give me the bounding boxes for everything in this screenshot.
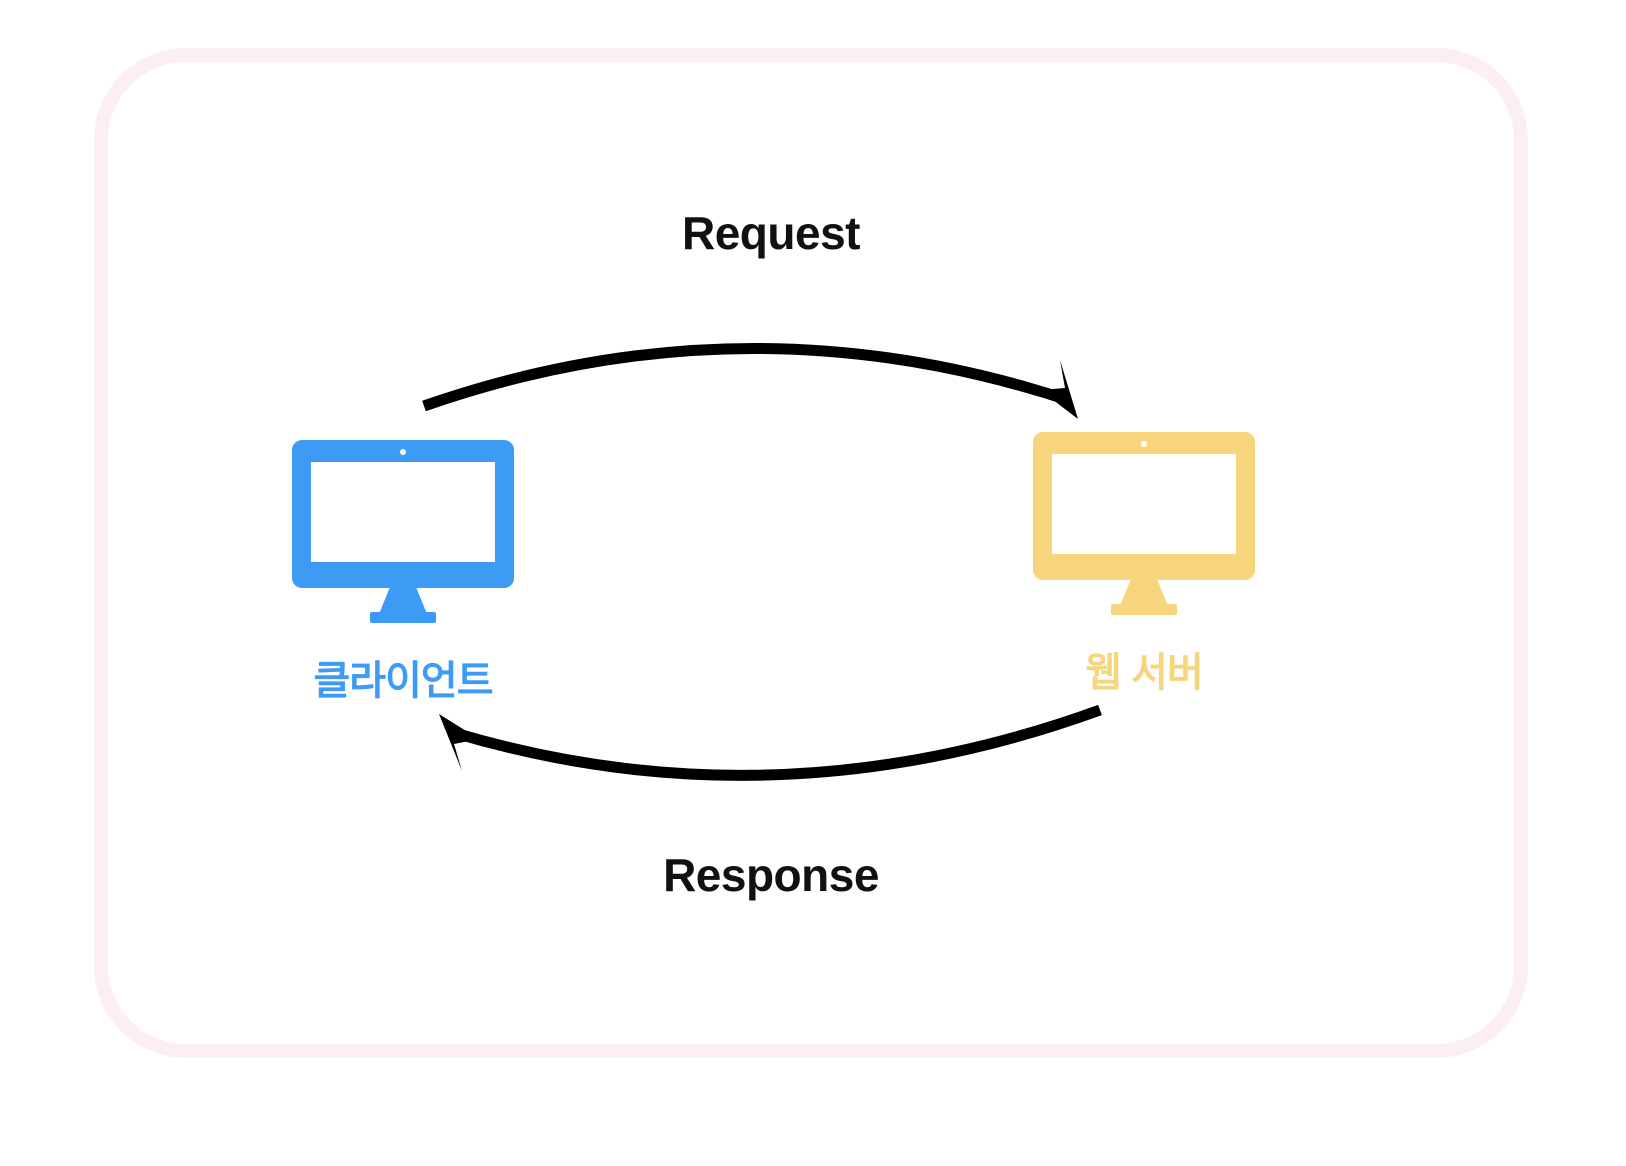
request-label: Request (682, 207, 860, 259)
monitor-screen (311, 462, 495, 562)
monitor-icon (1033, 432, 1255, 615)
node-server[interactable]: 웹 서버 (994, 432, 1294, 698)
monitor-base (1111, 604, 1177, 615)
monitor-neck (1120, 580, 1168, 606)
monitor-base (370, 612, 436, 623)
monitor-icon (292, 440, 514, 623)
monitor-screen (1052, 454, 1236, 554)
response-label: Response (663, 849, 879, 901)
node-server-label: 웹 서버 (1085, 651, 1204, 695)
monitor-neck (379, 588, 427, 614)
node-client[interactable]: 클라이언트 (253, 440, 553, 706)
node-client-label: 클라이언트 (313, 659, 494, 703)
camera-dot-icon (400, 449, 406, 455)
camera-dot-icon (1141, 441, 1147, 447)
